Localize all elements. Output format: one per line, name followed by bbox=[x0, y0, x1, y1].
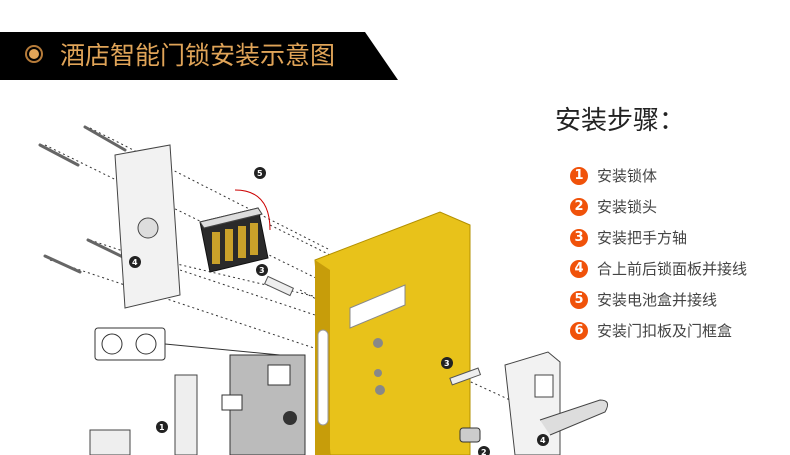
callout-3b: 3 bbox=[444, 359, 450, 368]
step-number-badge: 6 bbox=[570, 321, 588, 340]
step-label: 合上前后锁面板并接线 bbox=[597, 260, 748, 278]
callout-4b: 4 bbox=[540, 436, 546, 445]
inset-wiring bbox=[94, 327, 281, 361]
step-item: 2 安装锁头 bbox=[570, 191, 747, 222]
callout-1: 1 bbox=[159, 423, 165, 432]
step-item: 5 安装电池盒并接线 bbox=[570, 284, 747, 315]
step-label: 安装锁体 bbox=[597, 167, 658, 185]
step-number-badge: 5 bbox=[570, 290, 588, 309]
step-number-badge: 1 bbox=[570, 166, 588, 185]
front-panel bbox=[114, 144, 181, 309]
lock-cylinder bbox=[459, 427, 481, 443]
step-number-badge: 3 bbox=[570, 228, 588, 247]
strike-plate bbox=[89, 374, 198, 455]
step-label: 安装门扣板及门框盒 bbox=[597, 322, 733, 340]
screws bbox=[38, 125, 127, 274]
spindle bbox=[263, 275, 295, 297]
step-item: 1 安装锁体 bbox=[570, 160, 747, 191]
callout-4: 4 bbox=[132, 258, 138, 267]
title-banner bbox=[0, 32, 398, 80]
step-item: 6 安装门扣板及门框盒 bbox=[570, 315, 747, 346]
step-number-badge: 2 bbox=[570, 197, 588, 216]
callout-3: 3 bbox=[259, 266, 265, 275]
lock-body bbox=[221, 354, 306, 455]
step-label: 安装电池盒并接线 bbox=[597, 291, 718, 309]
step-item: 3 安装把手方轴 bbox=[570, 222, 747, 253]
callout-5: 5 bbox=[257, 169, 263, 178]
battery-box bbox=[199, 189, 271, 273]
step-label: 安装把手方轴 bbox=[597, 229, 688, 247]
door bbox=[314, 211, 471, 455]
step-item: 4 合上前后锁面板并接线 bbox=[570, 253, 747, 284]
step-label: 安装锁头 bbox=[597, 198, 658, 216]
handle-spindle bbox=[449, 367, 482, 386]
callout-markers: 5 4 3 3 4 1 2 bbox=[129, 167, 549, 455]
lock-installation-diagram: 5 4 3 3 4 1 2 bbox=[38, 125, 609, 455]
callout-2: 2 bbox=[481, 448, 487, 455]
bullet-icon bbox=[29, 49, 39, 59]
page-title: 酒店智能门锁安装示意图 bbox=[60, 41, 336, 70]
rear-panel bbox=[504, 351, 609, 455]
step-number-badge: 4 bbox=[570, 259, 588, 278]
steps-heading: 安装步骤： bbox=[555, 106, 686, 136]
steps-list: 1 安装锁体 2 安装锁头 3 安装把手方轴 4 合上前后锁面板并接线 5 安装电池盒并接… bbox=[570, 160, 747, 346]
